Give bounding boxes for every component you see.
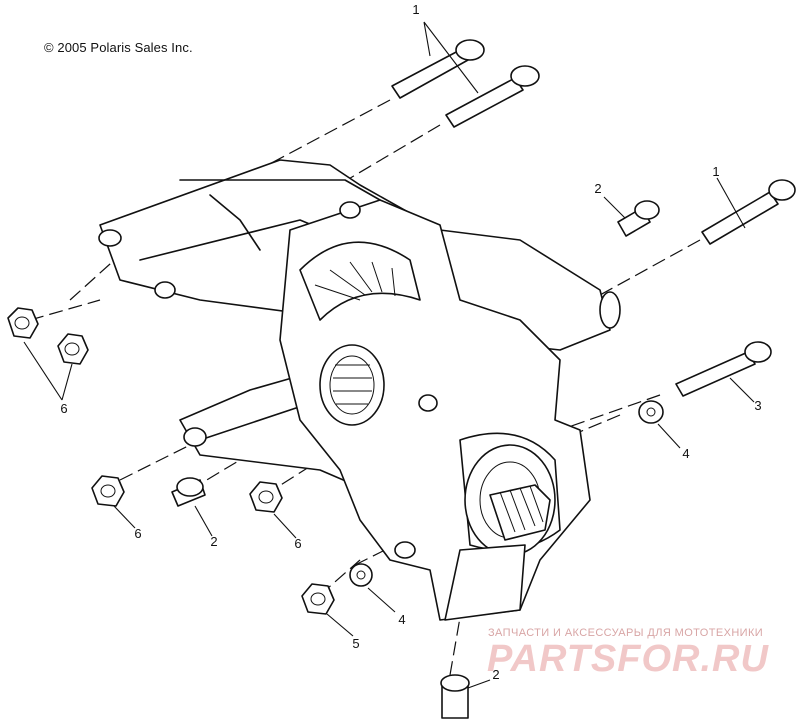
callout-label: 6: [60, 401, 68, 416]
callout-label: 4: [682, 446, 690, 461]
hex-nut-lower-mid: [249, 481, 283, 513]
washer-right: [638, 400, 664, 424]
hex-nut-item-5: [301, 583, 335, 615]
callout-label: 2: [594, 181, 602, 196]
hex-nut-left-b: [57, 333, 89, 365]
hex-nut-lower-left: [91, 475, 125, 507]
copyright-notice: © 2005 Polaris Sales Inc.: [44, 40, 193, 55]
callout-label: 2: [210, 534, 218, 549]
long-bolt-top-b: [445, 65, 540, 128]
short-bolt-mid: [171, 477, 206, 507]
callout-label: 6: [134, 526, 142, 541]
watermark-tagline: ЗАПЧАСТИ И АКСЕССУАРЫ ДЛЯ МОТОТЕХНИКИ: [488, 627, 764, 639]
gearcase-housing: [98, 159, 621, 621]
callout-label: 1: [412, 2, 420, 17]
callout-label: 2: [492, 667, 500, 682]
short-bolt-top: [617, 200, 660, 237]
leader-lines: [23, 21, 755, 689]
callout-label: 5: [352, 636, 360, 651]
long-bolt-right: [701, 179, 796, 245]
short-bolt-bottom: [440, 674, 470, 719]
callout-label: 4: [398, 612, 406, 627]
callout-label: 3: [754, 398, 762, 413]
callout-label: 1: [712, 164, 720, 179]
callout-label: 6: [294, 536, 302, 551]
washer-bottom: [349, 563, 373, 587]
long-bolt-top-a: [391, 39, 485, 99]
long-bolt-item-3: [675, 341, 772, 397]
watermark-logo: PARTSFOR.RU: [487, 638, 769, 680]
hex-nut-left-a: [7, 307, 39, 339]
